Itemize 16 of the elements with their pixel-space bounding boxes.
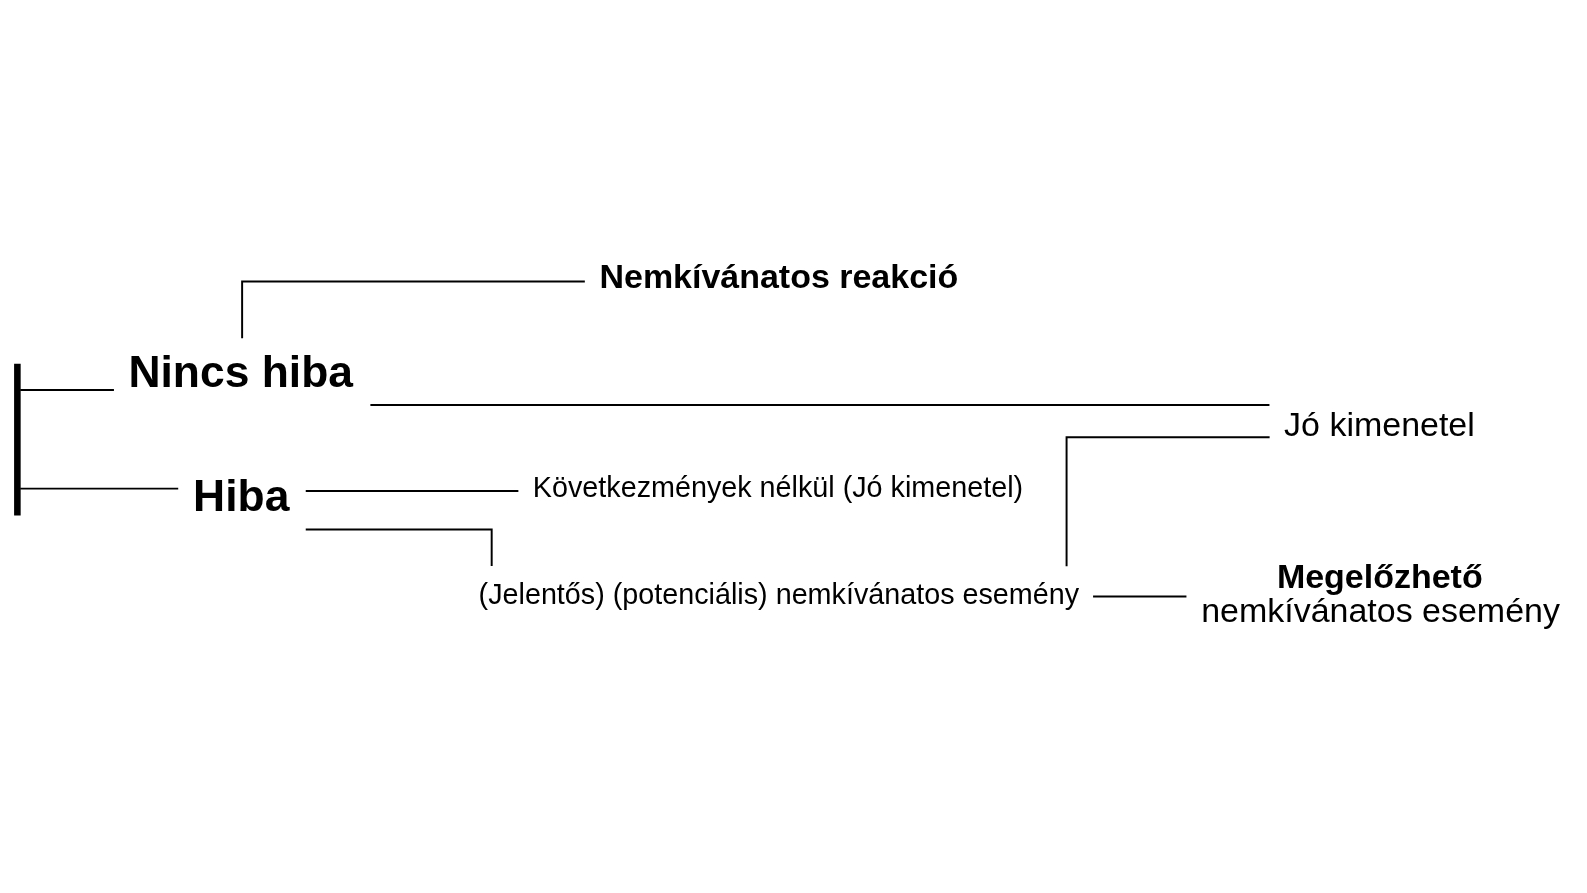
node-text: Megelőzhető nemkívánatos esemény [1201, 557, 1560, 630]
connector [241, 280, 586, 340]
node-text: Következmények nélkül (Jó kimenetel) [532, 470, 1024, 503]
connector [1092, 595, 1188, 598]
node-text: Nemkívánatos reakció [599, 257, 959, 296]
node-text: Hiba [193, 471, 290, 521]
connector [19, 487, 180, 490]
connector [369, 404, 1271, 406]
connector [1065, 436, 1271, 568]
node-text: (Jelentős) (potenciális) nemkívánatos esemény [478, 577, 1080, 610]
node-text: Jó kimenetel [1284, 405, 1475, 444]
connector [19, 389, 115, 391]
node-text: Nincs hiba [128, 346, 353, 396]
connector [304, 489, 520, 492]
node-bar [14, 363, 21, 516]
connector [304, 528, 493, 568]
